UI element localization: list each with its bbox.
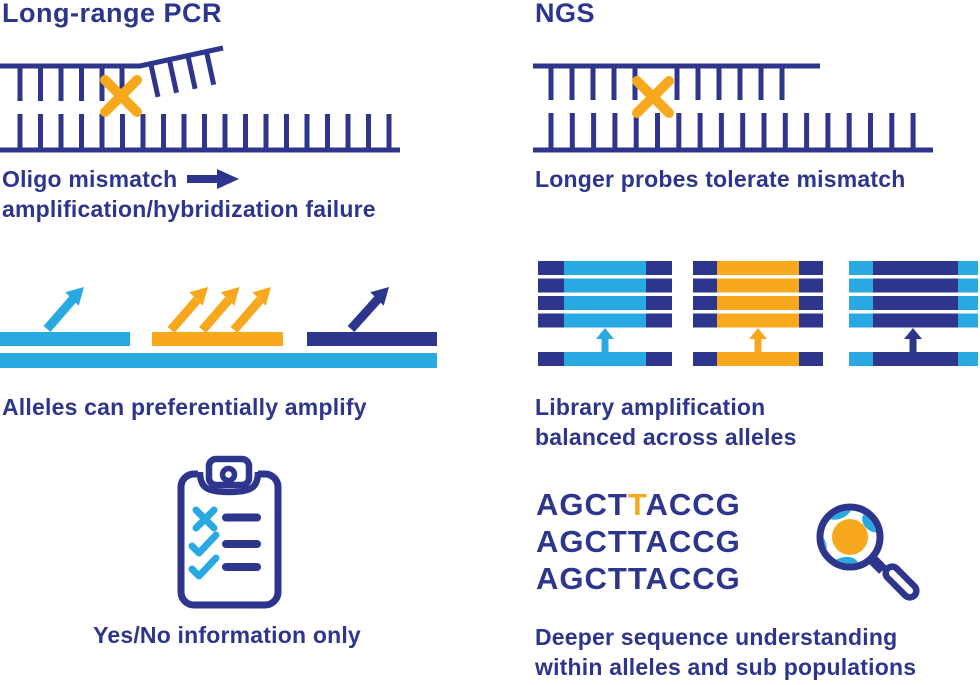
- library-balance-illustration: [538, 261, 978, 366]
- library-caption: Library amplification balanced across al…: [535, 392, 797, 452]
- library-stack-blue: [538, 261, 672, 366]
- pcr-mismatch-caption-line1: Oligo mismatch: [2, 166, 178, 192]
- library-stack-navy: [849, 261, 978, 366]
- diagonal-arrow-icon-blue: [43, 287, 84, 332]
- insight-caption-line1: Deeper sequence understanding: [535, 624, 898, 650]
- pcr-bottom-strand: [0, 114, 400, 153]
- sequence-reads: AGCTTACCG AGCTTACCG AGCTTACCG: [536, 486, 741, 597]
- clipboard-icon: [177, 455, 282, 609]
- check-icon: [188, 531, 220, 557]
- cross-icon: [192, 506, 218, 532]
- allele-segment-blue: [0, 332, 130, 346]
- sequence-line3: AGCTTACCG: [536, 561, 741, 596]
- pcr-mismatch-illustration: [0, 45, 400, 153]
- insight-caption: Deeper sequence understanding within all…: [535, 622, 916, 682]
- template-strand-bar: [0, 353, 437, 368]
- insight-caption-line2: within alleles and sub populations: [535, 654, 917, 680]
- ngs-bottom-strand: [533, 113, 933, 153]
- sequence-line2: AGCTTACCG: [536, 524, 741, 559]
- variant-base: T: [627, 487, 646, 522]
- library-caption-line1: Library amplification: [535, 394, 766, 420]
- heading-ngs: NGS: [535, 0, 596, 28]
- up-arrow-icon: [596, 328, 614, 352]
- arrow-right-icon: [187, 169, 240, 189]
- magnifier-icon: [816, 503, 920, 601]
- heading-long-range-pcr: Long-range PCR: [2, 0, 222, 28]
- sequence-line1: AGCTTACCG: [536, 487, 741, 522]
- pcr-mismatch-caption: Oligo mismatch amplification/hybridizati…: [2, 164, 376, 224]
- pcr-mismatch-caption-line2: amplification/hybridization failure: [2, 196, 376, 222]
- ngs-mismatch-caption: Longer probes tolerate mismatch: [535, 166, 906, 192]
- up-arrow-icon: [749, 328, 767, 352]
- lens-cell-center: [832, 519, 868, 555]
- ngs-top-strand: [533, 63, 820, 100]
- diagonal-arrow-icon-orange-group: [167, 287, 271, 333]
- allele-amplification-illustration: [0, 287, 437, 368]
- library-caption-line2: balanced across alleles: [535, 424, 797, 450]
- check-icon: [188, 554, 220, 580]
- allele-segment-navy: [307, 332, 437, 346]
- clipboard-caption: Yes/No information only: [93, 622, 361, 648]
- up-arrow-icon: [904, 328, 922, 352]
- diagonal-arrow-icon-navy: [347, 287, 389, 333]
- allele-segment-orange: [152, 332, 283, 346]
- library-stack-orange: [693, 261, 823, 366]
- mismatch-x-icon: [632, 76, 674, 118]
- alleles-caption: Alleles can preferentially amplify: [2, 394, 367, 420]
- ngs-mismatch-illustration: [533, 63, 933, 153]
- mismatch-x-icon: [100, 75, 142, 117]
